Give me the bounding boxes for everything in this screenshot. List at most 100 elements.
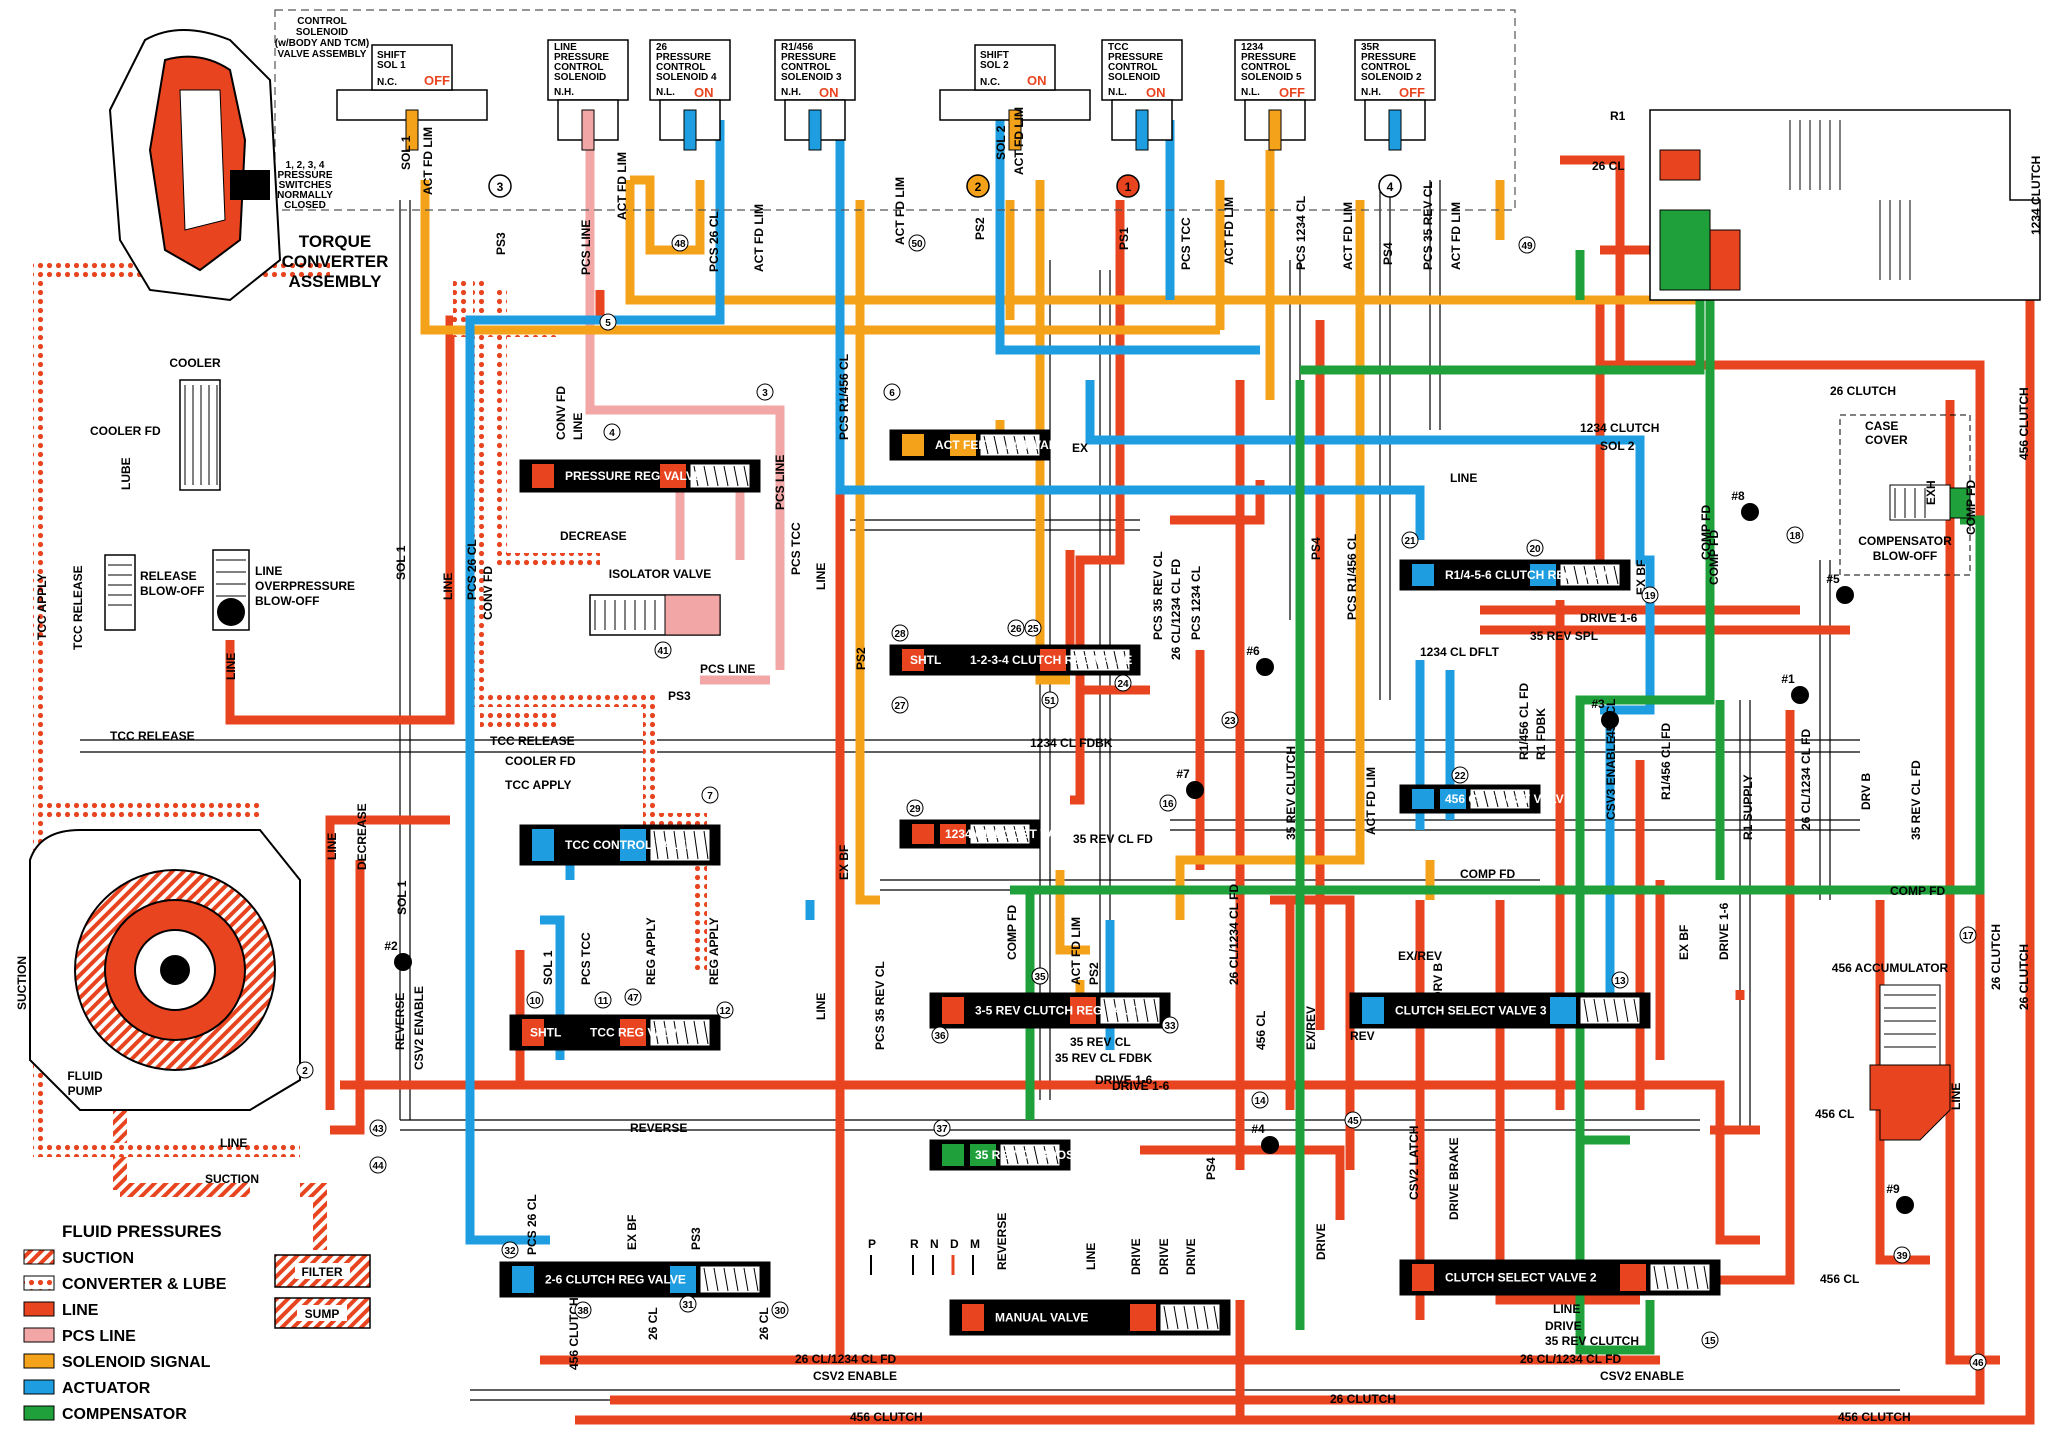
valve-label: 1234 CL BOOST VALVE: [945, 827, 1078, 841]
passage-label: LINE: [220, 1136, 247, 1150]
solenoid-name: LINE: [554, 42, 577, 53]
valve-label: ACT FEED LIMIT VALVE: [935, 438, 1071, 452]
valve-label: PRESSURE REG VALVE: [565, 469, 702, 483]
passage-label: COOLER FD: [90, 424, 161, 438]
passage-label: 26 CL/1234 CL FD: [1227, 884, 1241, 985]
valve-act-feed-limit: ACT FEED LIMIT VALVE: [889, 429, 1071, 461]
port-26: 26: [1007, 619, 1025, 637]
port-45: 45: [1344, 1111, 1362, 1129]
torque-converter: TORQUE CONVERTER ASSEMBLY: [108, 29, 388, 302]
passage-label: PCS 26 CL: [465, 539, 479, 600]
solenoid-name: CONTROL: [554, 62, 603, 73]
svg-text:3: 3: [497, 180, 504, 194]
solenoid-name: PRESSURE: [656, 52, 711, 63]
port-32: 32: [501, 1241, 519, 1259]
port-number: 32: [504, 1246, 516, 1257]
port-number: 45: [1347, 1116, 1359, 1127]
fluid-pump: FLUID PUMP: [29, 829, 301, 1111]
passage-label: PS2: [1087, 962, 1101, 985]
passage-label: SOL 2: [1600, 439, 1635, 453]
passage-label: CSV2 ENABLE: [1600, 1369, 1684, 1383]
port-number: 5: [605, 318, 611, 329]
port-49: 49: [1518, 236, 1536, 254]
passage-label: LINE: [224, 653, 238, 680]
legend-title: FLUID PRESSURES: [62, 1222, 222, 1241]
passage-label: 26 CLUTCH: [2017, 944, 2031, 1010]
solenoid-name: SHIFT: [377, 50, 406, 61]
passage-label: DRIVE: [1184, 1238, 1198, 1275]
passage-label: DRIVE: [1545, 1319, 1582, 1333]
passage-label: 35 REV CL FD: [1073, 832, 1153, 846]
passage-label: 456 CL: [1254, 1011, 1268, 1050]
port-number: 15: [1704, 1336, 1716, 1347]
passage-label: PCS LINE: [773, 455, 787, 510]
passage-label: CSV2 LATCH: [1407, 1126, 1421, 1200]
passage-label: PCS R1/456 CL: [1345, 534, 1359, 620]
solenoid-name: 1234: [1241, 42, 1264, 53]
svg-text:COVER: COVER: [1865, 433, 1908, 447]
port-28: 28: [891, 624, 909, 642]
port-20: 20: [1526, 539, 1544, 557]
passage-label: PCS TCC: [1179, 217, 1193, 270]
passage-label: COMP FD: [1005, 905, 1019, 960]
valve-label: R1/4-5-6 CLUTCH REG VALVE: [1445, 568, 1615, 582]
passage-label: SOL 1: [395, 880, 409, 915]
valve-label: MANUAL VALVE: [995, 1311, 1088, 1325]
passage-label: R1 SUPPLY: [1741, 774, 1755, 840]
checkball-6: #6: [1246, 644, 1274, 676]
prndm-indicator: P R N D M: [868, 1237, 980, 1275]
port-6: 6: [883, 383, 901, 401]
port-number: 44: [372, 1161, 384, 1172]
valve-label: 3-5 REV CLUTCH REG VALVE: [975, 1004, 1144, 1018]
passage-label: PCS TCC: [579, 932, 593, 985]
clutch-housing: [1649, 109, 2041, 301]
legend-label: COMPENSATOR: [62, 1406, 187, 1423]
passage-label: 35 REV CLUTCH: [1545, 1334, 1639, 1348]
passage-label: REVERSE: [630, 1121, 687, 1135]
valve-r1-456-reg: R1/4-5-6 CLUTCH REG VALVE: [1399, 559, 1631, 591]
svg-text:LINE: LINE: [255, 564, 282, 578]
checkball-label: #4: [1251, 1122, 1265, 1136]
passage-label: R1 FDBK: [1534, 708, 1548, 760]
svg-text:RELEASE: RELEASE: [140, 569, 197, 583]
passage-label: 35 REV CL FD: [1909, 760, 1923, 840]
port-number: 7: [707, 791, 713, 802]
solenoid-name: SOLENOID 2: [1361, 72, 1422, 83]
solenoid-state: ON: [694, 85, 714, 100]
port-51: 51: [1041, 691, 1059, 709]
sump: SUMP: [274, 1297, 371, 1329]
passage-label: 26 CL: [757, 1307, 771, 1340]
port-4: 4: [603, 423, 621, 441]
passage-label: ACT FD LIM: [615, 152, 629, 220]
checkball-8: #8: [1731, 489, 1759, 521]
passage-label: PCS 1234 CL: [1294, 196, 1308, 270]
legend-label: ACTUATOR: [62, 1380, 151, 1397]
svg-text:COOLER: COOLER: [169, 356, 221, 370]
legend-item: SUCTION: [23, 1249, 134, 1267]
port-27: 27: [891, 696, 909, 714]
solenoid-type: N.H.: [1361, 87, 1381, 98]
passage-label: LINE: [325, 833, 339, 860]
passage-label: LINE: [814, 563, 828, 590]
passage-label: ACT FD LIM: [1012, 107, 1026, 175]
svg-text:D: D: [950, 1237, 959, 1251]
solenoid-name: PRESSURE: [781, 52, 836, 63]
passage-label: COMP FD: [1964, 480, 1978, 535]
passage-label: EX BF: [1634, 560, 1648, 595]
port-number: 37: [936, 1124, 948, 1135]
accumulator-456: 456 ACCUMULATOR: [1832, 961, 1951, 1141]
svg-text:COMPENSATOR: COMPENSATOR: [1858, 534, 1952, 548]
passage-label: ACT FD LIM: [1069, 917, 1083, 985]
svg-text:BLOW-OFF: BLOW-OFF: [255, 594, 319, 608]
svg-text:SUMP: SUMP: [305, 1307, 340, 1321]
passage-label: 26 CLUTCH: [1989, 924, 2003, 990]
svg-text:1, 2, 3, 4: 1, 2, 3, 4: [286, 160, 325, 171]
passage-label: CSV2 ENABLE: [813, 1369, 897, 1383]
passage-label: REVERSE: [995, 1213, 1009, 1270]
svg-text:CASE: CASE: [1865, 419, 1898, 433]
solenoid-name: SOLENOID 3: [781, 72, 842, 83]
